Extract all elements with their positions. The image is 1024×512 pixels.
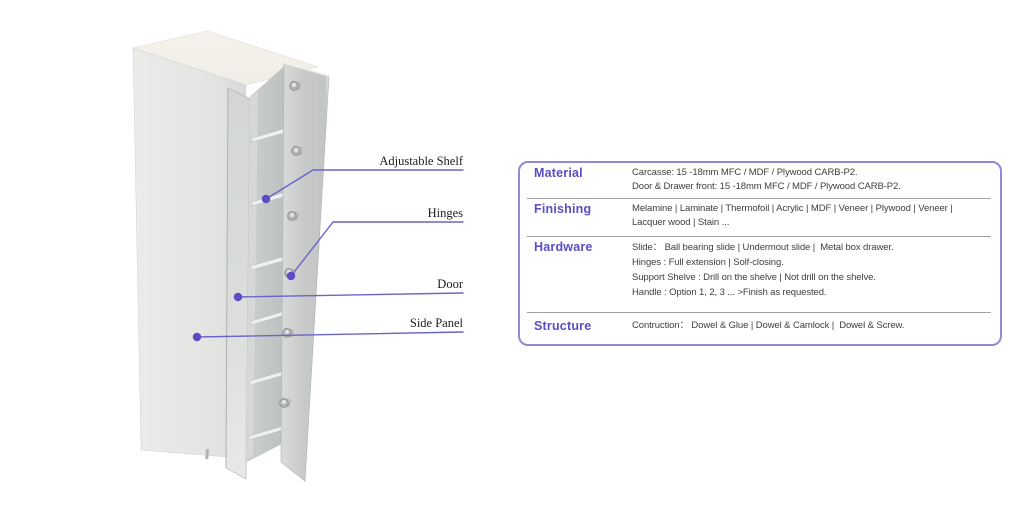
spec-text-line: Contruction： Dowel & Glue | Dowel & Caml… (632, 320, 905, 331)
spec-text-line: Melamine | Laminate | Thermofoil | Acryl… (632, 203, 953, 214)
spec-text-line: Support Shelve : Drill on the shelve | N… (632, 272, 876, 283)
callout-label-adjustable-shelf: Adjustable Shelf (379, 154, 463, 168)
spec-row-label: Finishing (534, 202, 592, 216)
door-seam-line (225, 87, 229, 469)
spec-row-content: Melamine | Laminate | Thermofoil | Acryl… (632, 199, 1000, 236)
callout-line-adjustable-shelf (265, 169, 464, 200)
spec-text-line: Handle : Option 1, 2, 3 ... >Finish as r… (632, 287, 827, 298)
spec-row-label: Hardware (534, 240, 593, 254)
callout-label-side-panel: Side Panel (409, 316, 463, 330)
spec-row-finishing: Finishing Melamine | Laminate | Thermofo… (520, 199, 1000, 236)
row-divider (527, 198, 991, 199)
hinge-icon (279, 397, 291, 408)
door-top-edge (283, 62, 330, 77)
callout-dot-door (233, 292, 243, 302)
row-divider (527, 312, 991, 313)
callout-line-hinges (290, 221, 464, 277)
spec-text-line: Lacquer wood | Stain ... (632, 217, 730, 229)
callout-lines (196, 169, 464, 338)
spec-row-label: Material (534, 166, 583, 180)
callout-dot-hinges (286, 271, 296, 281)
hinge-icon (287, 210, 299, 221)
cabinet-foot (205, 449, 209, 460)
hinge-icon (291, 145, 303, 156)
spec-text-line: Carcasse: 15 -18mm MFC / MDF / Plywood C… (632, 167, 858, 178)
spec-row-label: Structure (534, 319, 592, 333)
spec-row-content: Carcasse: 15 -18mm MFC / MDF / Plywood C… (632, 163, 1000, 198)
spec-row-hardware: Hardware Slide： Ball bearing slide | Und… (520, 237, 1000, 312)
row-divider (527, 236, 991, 237)
hinge-icon (289, 80, 301, 91)
spec-text-line: Slide： Ball bearing slide | Undermout sl… (632, 242, 894, 253)
spec-row-content: Slide： Ball bearing slide | Undermout sl… (632, 237, 1000, 312)
callout-line-door (237, 292, 464, 298)
hinges-group (279, 80, 303, 408)
spec-text-line: Door & Drawer front: 15 -18mm MFC / MDF … (632, 181, 901, 193)
callout-label-hinges: Hinges (427, 206, 463, 220)
spec-row-content: Contruction： Dowel & Glue | Dowel & Caml… (632, 313, 1000, 344)
cabinet-interior-left-wall (246, 91, 258, 462)
callout-line-side-panel (196, 331, 464, 338)
spec-row-structure: Structure Contruction： Dowel & Glue | Do… (520, 313, 1000, 344)
shelves (248, 127, 288, 441)
spec-table: Material Carcasse: 15 -18mm MFC / MDF / … (518, 161, 1002, 346)
callout-dots (192, 194, 296, 342)
callout-dot-adjustable-shelf (261, 194, 271, 204)
spec-text-line: Hinges : Full extension | Solf-closing. (632, 257, 784, 268)
callout-label-door: Door (437, 277, 463, 291)
callout-dot-side-panel (192, 332, 202, 342)
spec-row-material: Material Carcasse: 15 -18mm MFC / MDF / … (520, 163, 1000, 198)
